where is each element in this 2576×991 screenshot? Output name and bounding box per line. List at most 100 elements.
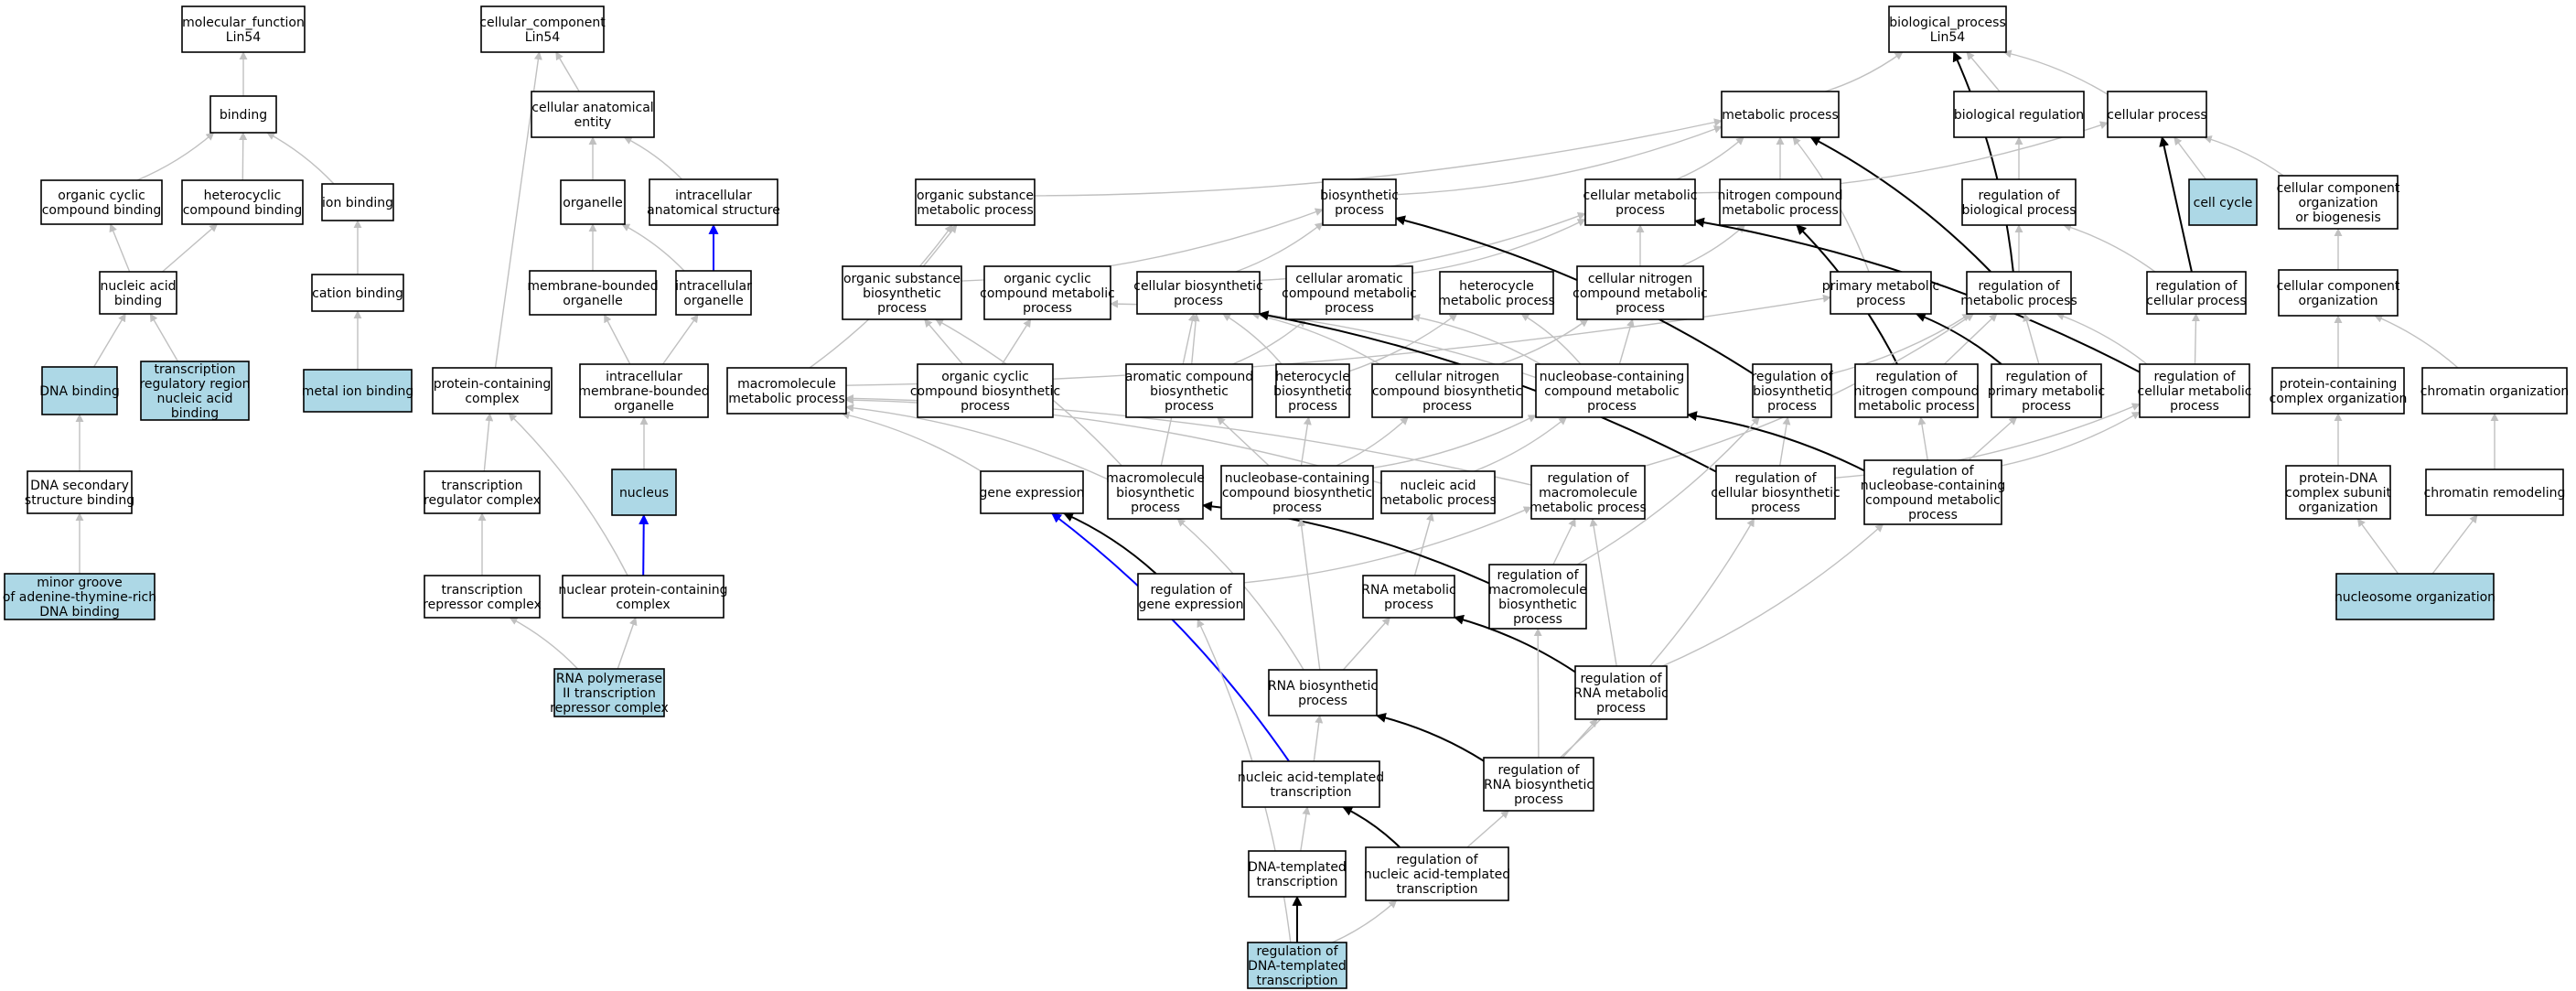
node-box (1535, 363, 1689, 418)
edge-org_cyclic_biosynth-to-org_subst_biosynth (924, 318, 963, 365)
edge-aromatic_biosynth-to-cell_aromatic_metab (1232, 318, 1307, 365)
node-chromatin-org[interactable]: chromatin organization (2420, 367, 2570, 415)
node-organelle[interactable]: organelle (560, 179, 626, 225)
node-box (2425, 469, 2564, 516)
edge-reg_macromolecule_biosynth-to-reg_biosynth (1576, 416, 1760, 566)
node-box (1584, 178, 1696, 226)
node-chromatin-remodeling[interactable]: chromatin remodeling (2424, 469, 2566, 516)
edge-reg_gene_expression-to-reg_macromolecule_metab (1243, 506, 1532, 584)
node-box (1136, 271, 1261, 315)
node-metabolic-process[interactable]: metabolic process (1721, 91, 1840, 138)
edge-na_templated_tx-to-rna_biosynth (1313, 715, 1324, 762)
node-cell-cycle[interactable]: cell cycle (2188, 178, 2258, 226)
node-ion-binding[interactable]: ion binding (321, 183, 394, 221)
node-box (321, 183, 394, 221)
node-cation-binding[interactable]: cation binding (311, 274, 404, 312)
edge-intracell_anat_struct-to-cell_anat_entity (623, 136, 683, 180)
edge-cell_cycle-to-cellular_process (2174, 136, 2206, 180)
node-box (1574, 665, 1668, 720)
node-nucleosome-org[interactable]: nucleosome organization (2334, 573, 2496, 620)
edge-cell_nitrogen_metab-to-nitrogen_compound_metab (1680, 224, 1746, 267)
node-box (1721, 91, 1840, 138)
node-biological-regulation[interactable]: biological regulation (1953, 91, 2085, 138)
node-dna-binding[interactable]: DNA binding (39, 366, 120, 415)
node-nucleus[interactable]: nucleus (611, 469, 677, 516)
node-gene-expression[interactable]: gene expression (980, 470, 1085, 514)
edge-reg_rna_biosynth-to-reg_macromolecule_biosynth (1533, 628, 1542, 759)
node-metal-ion-binding[interactable]: metal ion binding (302, 369, 414, 413)
node-box (27, 470, 133, 514)
node-cellular-process[interactable]: cellular process (2107, 91, 2207, 138)
edge-nucleobase_metab-to-cell_nitrogen_metab (1618, 318, 1635, 365)
node-box (1268, 669, 1378, 716)
node-binding[interactable]: binding (209, 95, 277, 134)
